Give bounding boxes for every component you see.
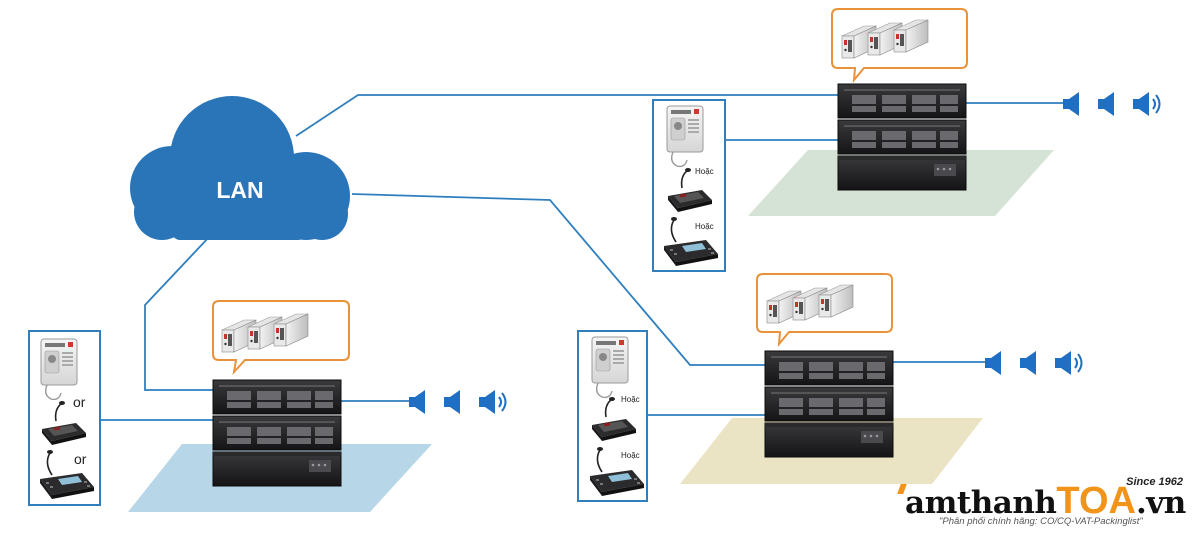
speaker-icon bbox=[478, 389, 507, 415]
cloud-icon bbox=[130, 96, 350, 240]
speaker-icon bbox=[409, 390, 425, 414]
link-lan-to-top-right bbox=[295, 94, 838, 137]
or-label-1: or bbox=[73, 394, 86, 410]
link-lan-to-bottom-left bbox=[144, 235, 213, 391]
cloud-label: LAN bbox=[216, 177, 263, 203]
brand-since: Since 1962 bbox=[1126, 476, 1183, 488]
speaker-icon bbox=[1054, 350, 1083, 376]
speaker-group bbox=[409, 389, 507, 415]
speaker-icon bbox=[1132, 91, 1161, 117]
or-label-2: or bbox=[74, 451, 87, 467]
brand-watermark: amthanhTOA.vn Since 1962 "Phân phối chín… bbox=[897, 476, 1195, 538]
input-device-panel: Hoặc Hoặc bbox=[652, 99, 726, 272]
brand-name: amthanhTOA.vn bbox=[905, 480, 1186, 523]
speaker-icon bbox=[985, 351, 1001, 375]
brand-name-toa: TOA bbox=[1056, 480, 1136, 522]
brand-tagline: "Phân phối chính hãng: CO/CQ-VAT-Packing… bbox=[939, 516, 1143, 527]
hoac-label-1: Hoặc bbox=[621, 395, 640, 404]
amplifier-rack-icon bbox=[764, 350, 894, 458]
lan-cloud: LAN bbox=[130, 96, 350, 240]
network-links bbox=[100, 94, 1067, 421]
brand-name-part1: amthanh bbox=[905, 485, 1057, 521]
hoac-label-2: Hoặc bbox=[621, 451, 640, 460]
hoac-label-2: Hoặc bbox=[695, 222, 714, 231]
speaker-group bbox=[1063, 91, 1161, 117]
site-bottom-left: or or bbox=[28, 300, 507, 506]
speaker-icon bbox=[1020, 351, 1036, 375]
site-top-right: Hoặc Hoặc bbox=[652, 8, 1161, 272]
brand-name-domain: .vn bbox=[1135, 485, 1186, 521]
amplifier-module-callout bbox=[212, 300, 350, 376]
input-device-panel: Hoặc Hoặc bbox=[577, 330, 648, 502]
site-bottom-right: Hoặc Hoặc bbox=[577, 273, 1083, 502]
speaker-icon bbox=[1098, 92, 1114, 116]
amplifier-module-callout bbox=[831, 8, 968, 84]
amplifier-rack-icon bbox=[837, 83, 967, 191]
speaker-icon bbox=[444, 390, 460, 414]
amplifier-rack-icon bbox=[212, 379, 342, 487]
speaker-icon bbox=[1063, 92, 1079, 116]
link-lan-to-bottom-right bbox=[351, 193, 765, 366]
amplifier-module-callout bbox=[756, 273, 893, 348]
input-device-panel: or or bbox=[28, 330, 101, 506]
speaker-group bbox=[985, 350, 1083, 376]
hoac-label-1: Hoặc bbox=[695, 167, 714, 176]
